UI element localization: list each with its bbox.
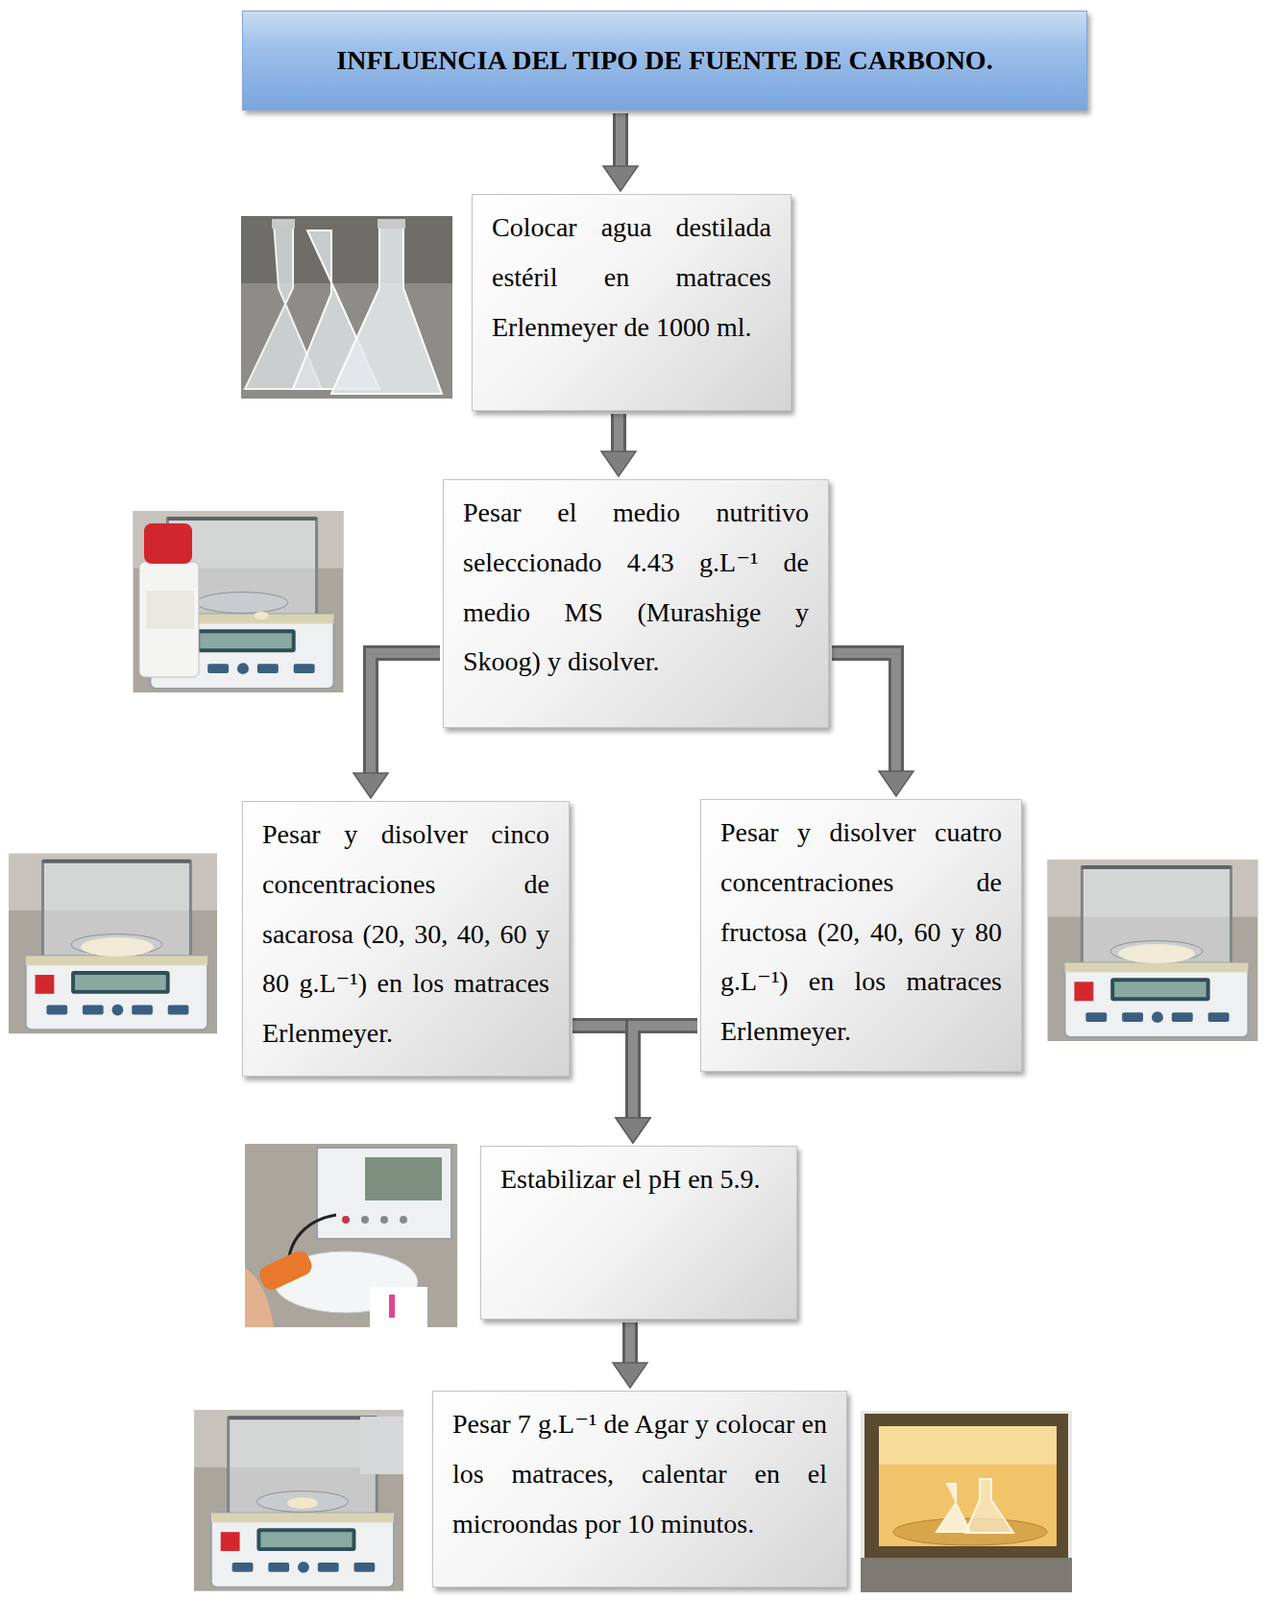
arrow-head <box>878 771 914 797</box>
balance-photo <box>1047 859 1259 1042</box>
step-text: Pesar y disolver cinco concentraciones d… <box>262 809 550 1059</box>
arrow-head <box>353 773 389 799</box>
balance-photo <box>8 853 218 1034</box>
title-box: INFLUENCIA DEL TIPO DE FUENTE DE CARBONO… <box>242 10 1088 111</box>
arrow-shaft <box>625 1322 635 1364</box>
arrow-shaft <box>370 653 440 775</box>
step-text: Pesar el medio nutritivo seleccionado 4.… <box>462 487 809 687</box>
block-arrow <box>353 653 440 799</box>
arrow-shaft <box>613 413 624 453</box>
arrow-shaft-edge <box>633 1025 698 1120</box>
process-box: Pesar y disolver cinco concentraciones d… <box>242 801 570 1077</box>
step-text: Colocar agua destilada estéril en matrac… <box>491 202 772 352</box>
arrow-shaft-edge <box>622 1322 638 1364</box>
process-box: Pesar el medio nutritivo seleccionado 4.… <box>442 479 829 729</box>
block-arrow <box>603 113 638 192</box>
balance-photo <box>133 511 344 693</box>
process-box: Colocar agua destilada estéril en matrac… <box>471 194 792 412</box>
ph-meter-photo <box>244 1144 458 1328</box>
block-arrow <box>612 1322 648 1388</box>
arrow-head <box>603 166 638 192</box>
arrow-head <box>615 1118 651 1144</box>
arrow-shaft-edge <box>831 653 897 773</box>
title-text: INFLUENCIA DEL TIPO DE FUENTE DE CARBONO… <box>336 43 993 78</box>
flask-photo <box>241 216 453 399</box>
process-box: Pesar 7 g.L⁻¹ de Agar y colocar en los m… <box>432 1390 848 1588</box>
arrow-head <box>615 1118 651 1144</box>
step-text: Pesar 7 g.L⁻¹ de Agar y colocar en los m… <box>452 1399 828 1549</box>
arrow-head <box>612 1363 648 1388</box>
arrow-head <box>601 451 636 477</box>
arrow-shaft-edge <box>572 1025 633 1120</box>
block-arrow <box>831 653 914 797</box>
arrow-shaft-edge <box>612 113 629 168</box>
arrow-shaft <box>572 1025 633 1120</box>
process-box: Estabilizar el pH en 5.9. <box>480 1145 798 1320</box>
arrow-shaft <box>615 113 626 168</box>
block-arrow <box>615 1025 698 1144</box>
block-arrow <box>601 413 636 477</box>
step-text: Pesar y disolver cuatro concentraciones … <box>720 807 1002 1057</box>
arrow-shaft <box>633 1025 698 1120</box>
arrow-shaft-edge <box>610 413 627 453</box>
balance-photo <box>194 1410 404 1591</box>
arrow-shaft <box>831 653 897 773</box>
arrow-shaft-edge <box>370 653 440 775</box>
microwave-photo <box>860 1411 1072 1593</box>
step-text: Estabilizar el pH en 5.9. <box>500 1154 778 1205</box>
process-box: Pesar y disolver cuatro concentraciones … <box>700 799 1023 1072</box>
